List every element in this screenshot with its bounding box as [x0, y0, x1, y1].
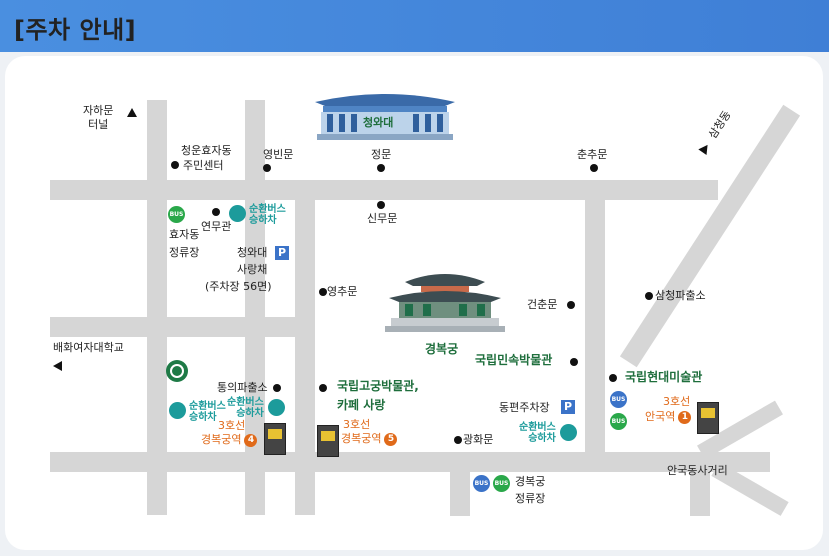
sarangchae-parking-icon: P [275, 246, 289, 260]
exit4-badge: 4 [244, 433, 258, 447]
header-bar: [주차 안내] [0, 0, 829, 52]
samcheongdong-label: 삼청동 [706, 108, 734, 142]
left-arrow-icon [53, 361, 62, 371]
yeongbinmun-label: 영빈문 [263, 148, 294, 161]
shuttle-bus-icon-4 [560, 424, 577, 441]
road-samcheong-diagonal [619, 104, 801, 368]
cheongwadae-building-icon [315, 94, 455, 140]
yeonmugwan-dot [212, 208, 220, 216]
exit1-icon [697, 402, 719, 434]
road-north-horizontal [50, 180, 718, 200]
sarangchae-label-2: 사랑채 [237, 263, 268, 276]
samcheong-police-label: 삼청파출소 [655, 289, 706, 302]
road-yeongbinmun-vertical [245, 100, 265, 515]
folk-museum-label: 국립민속박물관 [475, 353, 553, 367]
shuttle-bus-icon-3 [268, 399, 285, 416]
page-title: [주차 안내] [14, 16, 137, 44]
palace-museum-dot [319, 384, 327, 392]
jeongmun-label: 정문 [371, 148, 392, 161]
dongpyeon-parking-icon: P [561, 400, 575, 414]
cheongun-center-label-2: 주민센터 [183, 159, 224, 172]
northeast-arrow-icon [698, 141, 712, 156]
road-palace-east-vertical [585, 200, 605, 452]
anguk-intersection-label: 안국동사거리 [667, 464, 728, 477]
gwanghwamun-dot [454, 436, 462, 444]
exit5-badge: 5 [384, 432, 398, 446]
folk-museum-dot [570, 358, 578, 366]
up-arrow-icon [127, 108, 137, 117]
shuttle-bus-icon-1 [229, 205, 246, 222]
road-middle-horizontal [50, 317, 300, 337]
exit4-line-label: 3호선 [218, 419, 246, 432]
tongui-police-label: 통의파출소 [217, 381, 268, 394]
starbucks-logo-icon [166, 360, 188, 382]
shuttle-bus-icon-2 [169, 402, 186, 419]
sinmumun-dot [377, 201, 385, 209]
yeongchumun-dot [319, 288, 327, 296]
cheongwadae-label: 청와대 [363, 116, 394, 129]
yeonmugwan-label: 연무관 [201, 220, 232, 233]
yeongchumun-label: 영추문 [327, 285, 358, 298]
geonchunmun-label: 건춘문 [527, 298, 558, 311]
gyeongbok-bus-blue-icon: BUS [473, 475, 490, 492]
mmca-bus-blue-icon: BUS [610, 391, 627, 408]
exit5-icon [317, 425, 339, 457]
exit1-badge: 1 [678, 410, 692, 424]
mmca-dot [609, 374, 617, 382]
jeongmun-dot [377, 164, 385, 172]
yeongbinmun-dot [263, 164, 271, 172]
road-palace-west-vertical [295, 200, 315, 515]
chunchumun-label: 춘추문 [577, 148, 608, 161]
exit4-icon [264, 423, 286, 455]
cheongun-center-dot [171, 161, 179, 169]
mmca-label: 국립현대미술관 [625, 370, 703, 384]
gyeongbok-stop-label-2: 정류장 [515, 492, 546, 505]
mmca-bus-green-icon: BUS [610, 413, 627, 430]
cheongun-center-label-1: 청운효자동 [181, 144, 232, 157]
tongui-police-dot [273, 384, 281, 392]
road-south-horizontal [50, 452, 770, 472]
gyeongbok-bus-green-icon: BUS [493, 475, 510, 492]
exit1-line-label: 3호선 [663, 395, 691, 408]
samcheong-police-dot [645, 292, 653, 300]
sarangchae-label-3: (주차장 56면) [205, 280, 272, 293]
gyeongbok-stop-label-1: 경복궁 [515, 475, 546, 488]
hyoja-bus-stop-icon: BUS [168, 206, 185, 223]
hyoja-stop-label-2: 정류장 [169, 246, 200, 259]
jahamun-tunnel-label: 자하문 터널 [83, 104, 114, 131]
geonchunmun-dot [567, 301, 575, 309]
exit5-line-label: 3호선 [343, 418, 371, 431]
parking-map: 청와대 경복궁 자하문 터널 청운효자동 주민센터 영빈문 정문 춘추문 삼청동… [5, 56, 823, 550]
gyeongbokgung-label: 경복궁 [425, 342, 459, 356]
palace-museum-label-2: 카페 사랑 [337, 398, 386, 412]
chunchumun-dot [590, 164, 598, 172]
gwanghwamun-label: 광화문 [463, 433, 494, 446]
sarangchae-label-1: 청와대 [237, 246, 268, 259]
road-palace-south-vertical [450, 472, 470, 516]
gyeongbokgung-palace-icon [385, 274, 505, 332]
road-east-vertical [690, 472, 710, 516]
palace-museum-label-1: 국립고궁박물관, [337, 379, 419, 393]
baehwa-label: 배화여자대학교 [53, 341, 124, 354]
dongpyeon-parking-label: 동편주차장 [499, 401, 550, 414]
sinmumun-label: 신무문 [367, 212, 398, 225]
road-west-vertical [147, 100, 167, 515]
hyoja-stop-label-1: 효자동 [169, 228, 200, 241]
